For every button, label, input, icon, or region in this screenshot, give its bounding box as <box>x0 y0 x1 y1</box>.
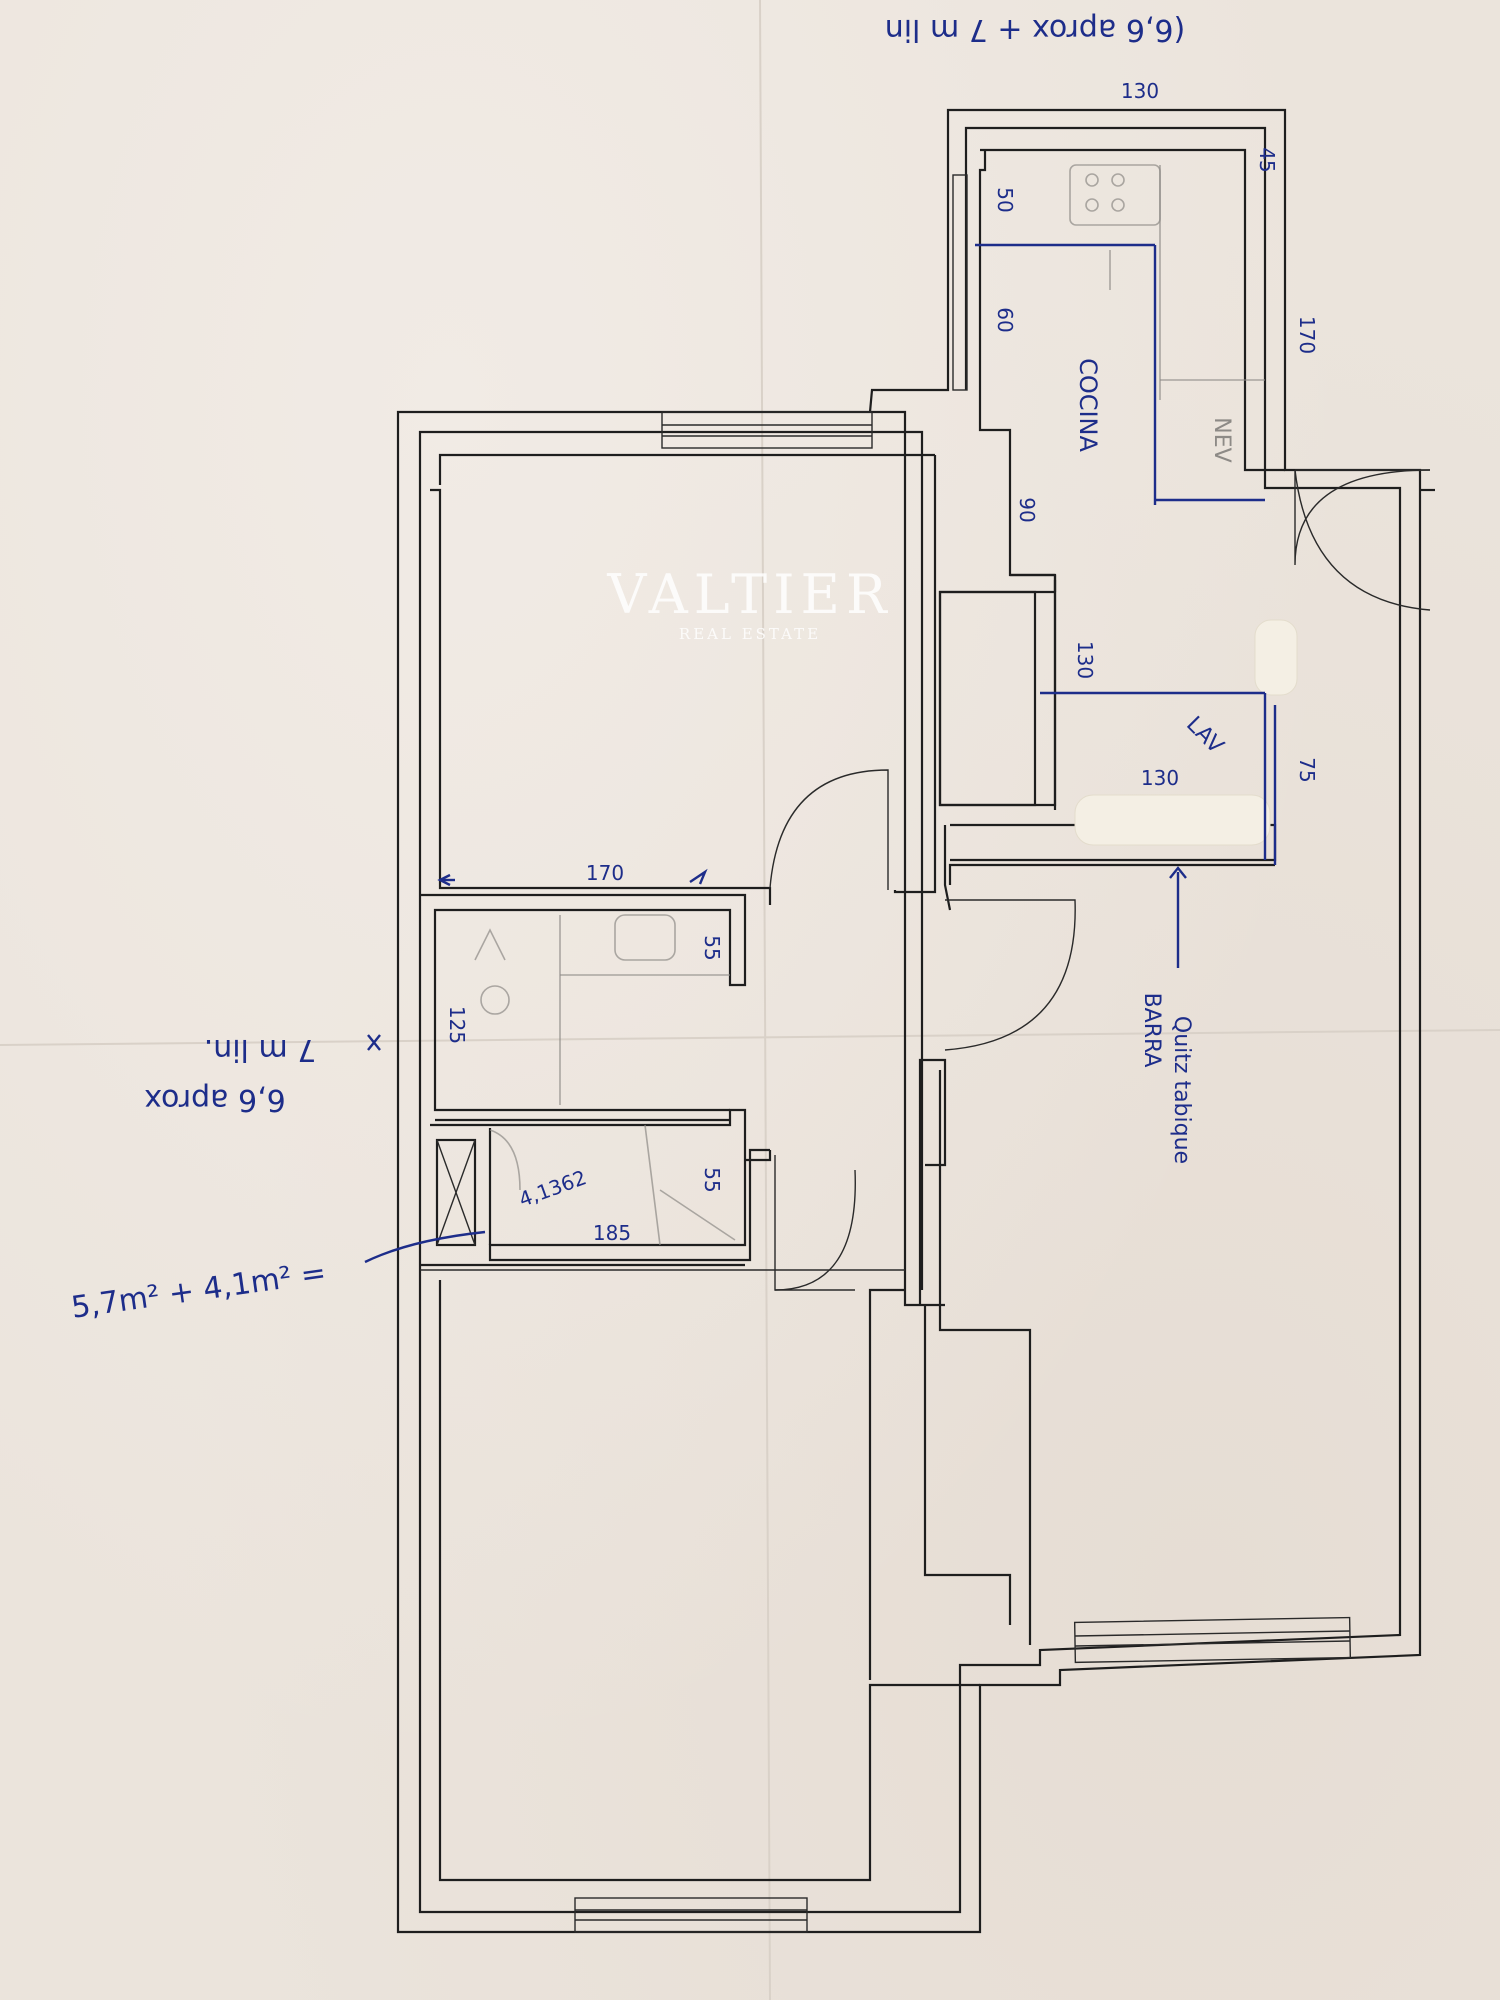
dim-kitchen-50: 50 <box>993 187 1017 212</box>
watermark-title: VALTIER <box>607 563 893 626</box>
pencil-sketches <box>474 164 1265 1246</box>
note-left-side: 6,6 aprox <box>144 1082 286 1117</box>
living-room <box>938 488 1435 1645</box>
room-label-kitchen: COCINA <box>1074 358 1102 452</box>
paper-fold-vertical <box>759 0 771 2000</box>
dim-bath-55-a: 55 <box>700 935 724 960</box>
correction-fluid-patches <box>1074 619 1298 846</box>
bedroom-bottom <box>438 1280 1012 1882</box>
note-top: (6,6 aprox + 7 m lin <box>885 12 1186 47</box>
room-label-laundry: LAV <box>1181 712 1228 759</box>
dim-kitchen-top: 130 <box>1121 79 1159 103</box>
windows <box>574 174 1352 1933</box>
dim-bath-55-b: 55 <box>700 1167 724 1192</box>
dim-bath-185: 185 <box>593 1221 631 1245</box>
ink-lines <box>364 243 1277 1264</box>
dim-laundry-75: 75 <box>1295 757 1319 782</box>
dim-kitchen-right: 170 <box>1295 316 1319 354</box>
bedroom-top <box>430 453 937 905</box>
paper-fold-horizontal <box>0 1029 1500 1046</box>
dim-hall-170: 170 <box>586 861 624 885</box>
dim-kitchen-90: 90 <box>1015 497 1039 522</box>
bar-note-line-2: BARRA <box>1139 993 1164 1068</box>
dim-kitchen-45: 45 <box>1255 147 1279 172</box>
note-left-bottom: 5,7m² + 4,1m² = <box>69 1255 328 1325</box>
dim-laundry-130-a: 130 <box>1073 641 1097 679</box>
dim-laundry-130-b: 130 <box>1141 766 1179 790</box>
handwritten-annotations: (6,6 aprox + 7 m lin 130 170 45 50 60 90… <box>69 12 1319 1326</box>
bathroom-area-note: 4,1362 <box>516 1165 590 1211</box>
note-left-side-2: 7 m lin. <box>204 1032 317 1067</box>
bar-note-line-1: Quitz tabique <box>1169 1016 1194 1164</box>
outer-walls <box>396 108 1422 1934</box>
watermark: VALTIER REAL ESTATE <box>540 563 960 644</box>
kitchen-appliance-label: NEV <box>1209 417 1234 462</box>
dim-kitchen-60: 60 <box>993 307 1017 332</box>
dim-bath-125: 125 <box>445 1006 469 1044</box>
bathrooms <box>420 893 905 1291</box>
watermark-subtitle: REAL ESTATE <box>678 625 822 643</box>
